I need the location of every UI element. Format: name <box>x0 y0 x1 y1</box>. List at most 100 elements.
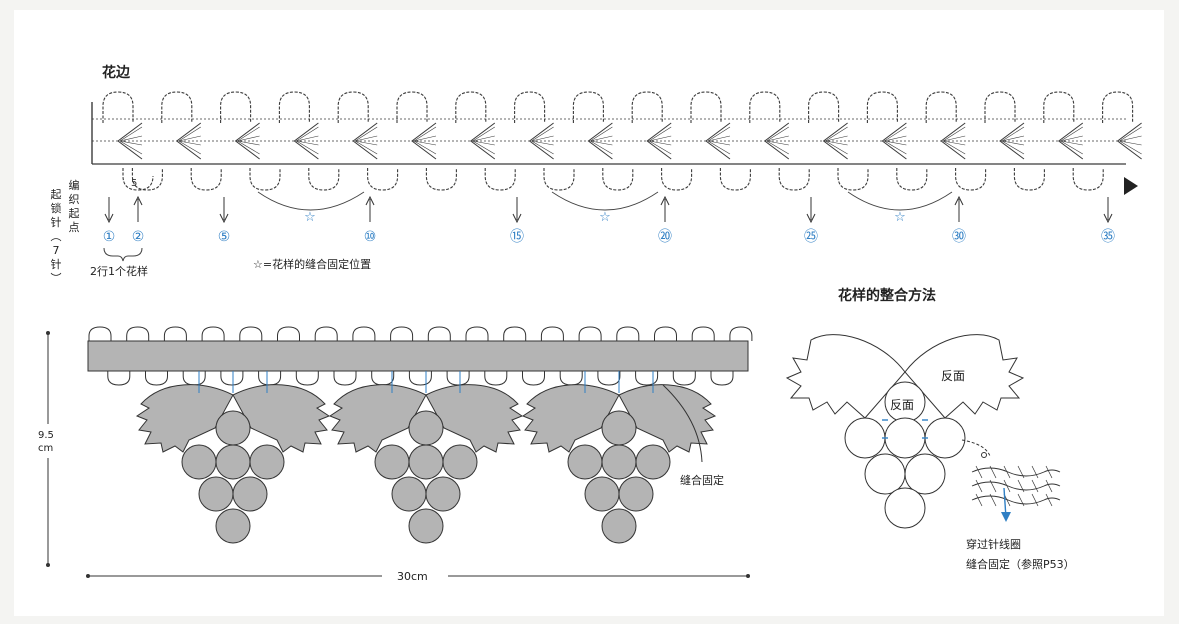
width-value: 30cm <box>397 570 428 583</box>
stitch-tick <box>1031 465 1039 479</box>
band-loop-top <box>540 326 564 341</box>
leaf-left <box>135 384 234 453</box>
grape-berry <box>408 508 444 544</box>
stitch-stroke <box>355 140 378 146</box>
join-position-arcs: ☆ ☆ ☆ <box>257 191 953 225</box>
stitch-fan <box>822 122 848 160</box>
stitch-stroke <box>943 140 966 155</box>
band-loop-bottom <box>295 371 319 386</box>
band-loop-bottom <box>333 371 357 386</box>
stitch-stroke <box>296 140 319 146</box>
join-star: ☆ <box>894 210 906 225</box>
chain-label-char: 7 <box>53 244 60 257</box>
band-loop-bottom <box>635 371 659 386</box>
row-marker: ⑮ <box>510 197 524 245</box>
chain-loop-bottom <box>543 168 575 191</box>
stitch-stroke <box>413 140 437 155</box>
chain-loop-top <box>572 91 604 123</box>
chain-loop-top <box>866 91 898 123</box>
row-label-5: 5 <box>131 178 137 189</box>
stitch-stroke <box>825 140 848 155</box>
stitch-stroke <box>590 140 613 155</box>
stitch-stroke <box>296 126 319 142</box>
stitch-stroke <box>766 135 789 142</box>
chain-loop-bottom <box>661 168 693 191</box>
chain-loop-bottom <box>1013 168 1045 191</box>
grape-berry <box>391 476 427 512</box>
stitch-tick <box>989 493 997 507</box>
stitch-stroke <box>178 140 201 146</box>
row-marker: ⑩ <box>364 195 377 245</box>
chain-loop-bottom <box>955 168 987 191</box>
stitch-stroke <box>1060 126 1083 142</box>
grape-berry <box>249 444 285 480</box>
stitch-fan <box>763 122 790 160</box>
start-label-char: 织 <box>69 193 80 206</box>
stitch-stroke <box>296 135 319 142</box>
height-value: 9.5 <box>38 430 54 441</box>
sew-leader-line <box>662 384 703 463</box>
stitch-stroke <box>649 140 672 155</box>
stitch-stroke <box>766 140 789 146</box>
needle-arrowhead <box>1001 512 1011 522</box>
method-berry <box>924 417 966 459</box>
band-loop-top <box>729 326 753 341</box>
stitch-fan <box>411 122 437 160</box>
stitch-tick <box>1017 479 1025 493</box>
detail-loop-mark <box>981 452 987 458</box>
start-label-char: 点 <box>69 221 80 234</box>
row-marker: ㉚ <box>952 195 966 245</box>
stitch-stroke <box>237 140 260 155</box>
method-berry <box>864 453 906 495</box>
leaf-left <box>521 384 620 453</box>
stitch-stroke <box>1060 135 1083 142</box>
chain-loop-top <box>690 91 722 123</box>
chain-loop-bottom <box>602 168 634 191</box>
stitch-stroke <box>1119 140 1142 146</box>
chain-loop-bottom <box>896 168 928 191</box>
stitch-stroke <box>119 140 143 146</box>
method-berry <box>884 487 926 529</box>
join-star: ☆ <box>304 210 316 225</box>
stitch-stroke <box>649 135 672 142</box>
chain-loop-bottom <box>190 168 222 191</box>
sew-reference-note: 缝合固定（参照P53） <box>966 557 1075 571</box>
method-berry <box>884 417 926 459</box>
chain-loop-top <box>925 91 957 123</box>
chain-loop-top <box>749 91 781 123</box>
start-label-char: 编 <box>69 178 80 192</box>
chain-label-char: 针 <box>51 257 62 271</box>
sew-note: 缝合固定 <box>680 473 724 487</box>
stitch-stroke <box>355 126 378 142</box>
stitch-fan <box>293 122 319 160</box>
grape-berry <box>232 476 268 512</box>
start-label-char: 起 <box>69 207 80 220</box>
chain-loop-bottom <box>131 168 163 191</box>
stitch-fan <box>646 122 672 160</box>
band-loop-top <box>88 326 112 341</box>
stitch-fan <box>705 122 731 160</box>
grape-berry <box>567 444 603 480</box>
stitch-stroke <box>707 135 731 142</box>
stitch-stroke <box>884 140 907 155</box>
grape-berry <box>215 444 251 480</box>
stitch-stroke <box>472 135 495 142</box>
band-loop-bottom <box>484 371 508 386</box>
stitch-tick <box>975 493 983 507</box>
stitch-stroke <box>649 140 672 146</box>
row-marker: ㉟ <box>1101 197 1115 245</box>
stitch-tick <box>1045 465 1053 479</box>
edging-stitch-chart <box>91 91 1142 191</box>
band-loop-top <box>126 326 150 341</box>
stitch-fan <box>175 122 202 160</box>
stitch-stroke <box>413 140 437 146</box>
join-star: ☆ <box>599 210 611 225</box>
stitch-fan <box>234 122 260 160</box>
stitch-tick <box>989 479 997 493</box>
back-side-label-2: 反面 <box>890 398 914 412</box>
chain-label-char: 针 <box>51 215 62 229</box>
stitch-stroke <box>707 140 731 146</box>
band-loop-bottom <box>107 371 131 386</box>
through-loop-note: 穿过针线圈 <box>966 537 1021 551</box>
row-number: ⑩ <box>364 229 377 245</box>
